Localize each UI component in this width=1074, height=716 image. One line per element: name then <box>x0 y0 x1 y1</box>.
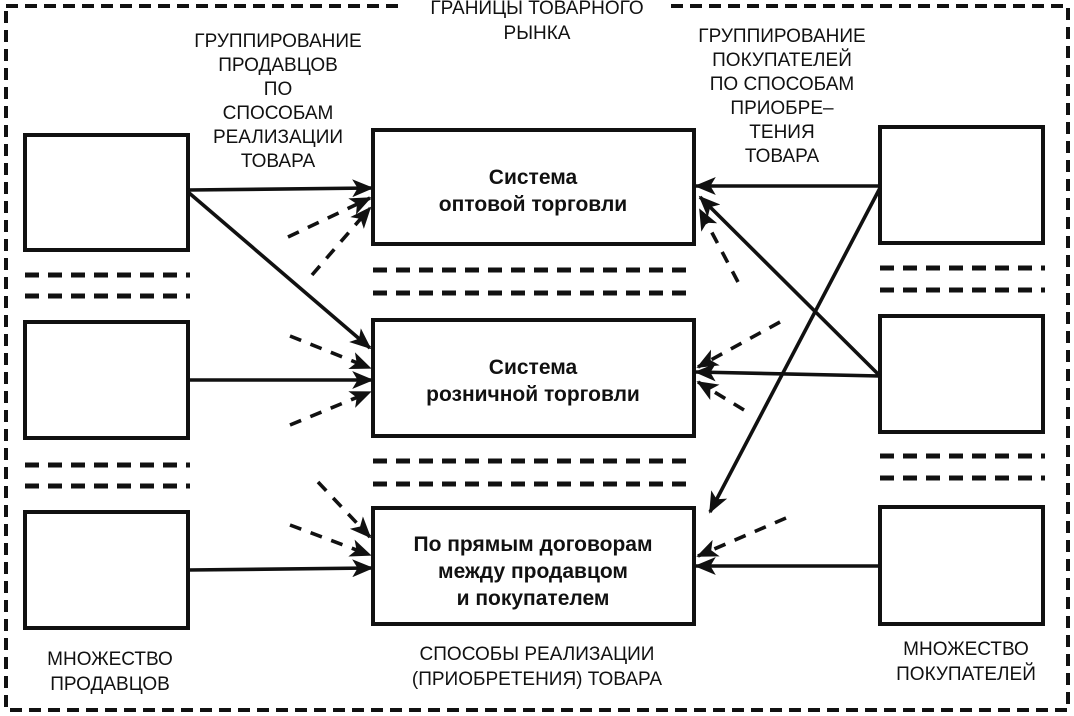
seller-grouping-line: ГРУППИРОВАНИЕ <box>194 31 361 52</box>
buyer-grouping-line: ТЕНИЯ <box>749 122 814 143</box>
seller-grouping-line: РЕАЛИЗАЦИИ <box>213 127 343 148</box>
buyer-grouping-line: ПО СПОСОБАМ <box>710 74 855 95</box>
buyer-box-3 <box>878 505 1045 626</box>
system-title-line: и покупателем <box>457 587 610 610</box>
system-title-line: оптовой торговли <box>439 193 627 216</box>
buyer-grouping-line: ПОКУПАТЕЛЕЙ <box>712 49 852 71</box>
system-box-retail <box>371 318 696 438</box>
methods-caption-line: (ПРИОБРЕТЕНИЯ) ТОВАРА <box>412 669 663 690</box>
buyer-grouping-label: ГРУППИРОВАНИЕ ПОКУПАТЕЛЕЙ ПО СПОСОБАМ ПР… <box>698 26 865 167</box>
system-title-line: розничной торговли <box>426 383 640 406</box>
methods-caption-line: СПОСОБЫ РЕАЛИЗАЦИИ <box>420 644 655 665</box>
seller-grouping-label: ГРУППИРОВАНИЕ ПРОДАВЦОВ ПО СПОСОБАМ РЕАЛ… <box>194 31 361 172</box>
sellers-caption: МНОЖЕСТВО ПРОДАВЦОВ <box>47 649 173 695</box>
seller-box-3 <box>23 510 190 630</box>
buyers-caption: МНОЖЕСТВО ПОКУПАТЕЛЕЙ <box>896 639 1036 685</box>
seller-grouping-line: СПОСОБАМ <box>223 103 334 124</box>
buyer-grouping-line: ТОВАРА <box>745 146 820 167</box>
system-box-direct <box>371 506 696 626</box>
buyers-caption-line: ПОКУПАТЕЛЕЙ <box>896 663 1036 685</box>
market-boundary <box>4 4 1070 712</box>
seller-box-2 <box>23 320 190 440</box>
buyer-box-1 <box>878 125 1045 245</box>
seller-arrows <box>186 179 374 578</box>
buyer-dashed-arrows <box>696 208 787 558</box>
buyers-caption-line: МНОЖЕСТВО <box>903 639 1029 660</box>
buyer-box-2 <box>878 314 1045 434</box>
methods-caption: СПОСОБЫ РЕАЛИЗАЦИИ (ПРИОБРЕТЕНИЯ) ТОВАРА <box>412 644 663 690</box>
seller-dashed-arrows <box>287 196 372 557</box>
system-title-retail: Система розничной торговли <box>426 356 640 406</box>
system-title-wholesale: Система оптовой торговли <box>439 166 627 216</box>
system-title-line: Система <box>489 166 578 189</box>
market-boundary-label-line: РЫНКА <box>504 23 571 44</box>
buyer-grouping-line: ГРУППИРОВАНИЕ <box>698 26 865 47</box>
sellers-caption-line: ПРОДАВЦОВ <box>50 674 170 695</box>
system-title-line: По прямым договорам <box>413 533 652 556</box>
buyer-grouping-line: ПРИОБРЕ– <box>730 98 834 119</box>
seller-grouping-line: ПРОДАВЦОВ <box>218 55 338 76</box>
market-boundary-label-line: ГРАНИЦЫ ТОВАРНОГО <box>430 0 643 19</box>
seller-grouping-line: ПО <box>264 79 292 100</box>
market-boundary-label: ГРАНИЦЫ ТОВАРНОГО РЫНКА <box>430 0 643 44</box>
separators <box>25 265 1045 489</box>
buyer-arrows <box>694 177 882 575</box>
system-title-line: Система <box>489 356 578 379</box>
system-title-direct: По прямым договорам между продавцом и по… <box>413 533 652 610</box>
system-title-line: между продавцом <box>438 560 628 583</box>
boundary-title-gap <box>405 0 670 18</box>
sellers-caption-line: МНОЖЕСТВО <box>47 649 173 670</box>
seller-grouping-line: ТОВАРА <box>241 151 316 172</box>
seller-box-1 <box>23 133 190 252</box>
